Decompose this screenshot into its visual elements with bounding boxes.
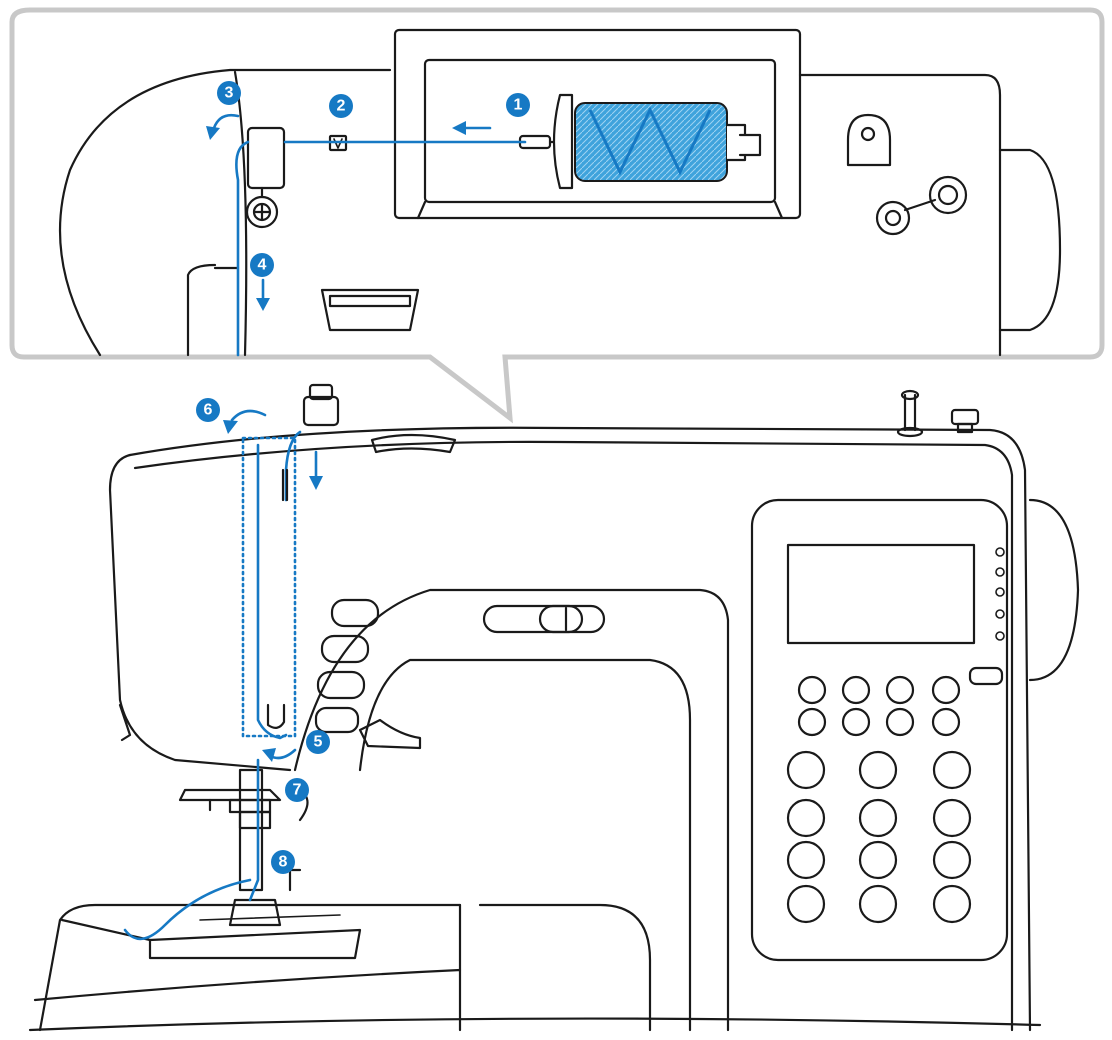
top-cover-slot bbox=[320, 288, 420, 332]
step-badge-3: 3 bbox=[217, 81, 241, 105]
panel-button bbox=[786, 884, 826, 924]
control-panel bbox=[750, 498, 1009, 962]
top-right-edge bbox=[798, 73, 1002, 357]
panel-button bbox=[885, 675, 915, 705]
needle-bar bbox=[238, 768, 264, 892]
handwheel bbox=[1028, 498, 1080, 682]
panel-button bbox=[858, 884, 898, 924]
panel-button bbox=[797, 675, 827, 705]
step-badge-5: 5 bbox=[306, 730, 330, 754]
head-left-outline bbox=[108, 453, 292, 772]
panel-buttons-small bbox=[797, 675, 961, 737]
panel-button bbox=[786, 798, 826, 838]
panel-button bbox=[932, 840, 972, 880]
step-number: 7 bbox=[293, 782, 302, 799]
panel-button bbox=[931, 675, 961, 705]
pre-tension-guide bbox=[245, 126, 286, 229]
spool-tray-outer bbox=[393, 28, 802, 220]
panel-button bbox=[786, 750, 826, 790]
top-left-curve bbox=[58, 68, 392, 357]
panel-button bbox=[858, 840, 898, 880]
arrow-icon bbox=[206, 113, 240, 140]
main-thread-path bbox=[123, 409, 323, 941]
spool-pin bbox=[903, 393, 917, 432]
indicator-leds bbox=[995, 547, 1005, 641]
panel-button bbox=[841, 707, 871, 737]
panel-buttons-large bbox=[786, 750, 972, 924]
step-badge-8: 8 bbox=[271, 850, 295, 874]
panel-button bbox=[932, 798, 972, 838]
needle-plate bbox=[148, 928, 362, 960]
callout-frame bbox=[9, 7, 1105, 424]
panel-button bbox=[858, 798, 898, 838]
step-number: 6 bbox=[204, 402, 213, 419]
step-badge-4: 4 bbox=[250, 253, 274, 277]
step-badges: 1 2 3 4 5 6 7 8 bbox=[196, 81, 530, 874]
thread-tail bbox=[123, 878, 252, 941]
panel-button bbox=[858, 750, 898, 790]
spool-icon bbox=[518, 93, 762, 190]
panel-button bbox=[885, 707, 915, 737]
function-button bbox=[330, 598, 380, 628]
panel-button bbox=[932, 750, 972, 790]
bobbin-winder-parts bbox=[846, 113, 1062, 332]
step-badge-2: 2 bbox=[329, 94, 353, 118]
free-arm-bed bbox=[38, 903, 462, 1032]
step-badge-7: 7 bbox=[285, 778, 309, 802]
arrow-icon bbox=[309, 450, 323, 490]
arrow-icon bbox=[223, 409, 267, 434]
function-button bbox=[316, 670, 366, 700]
step-badge-6: 6 bbox=[196, 398, 220, 422]
step-number: 4 bbox=[258, 257, 267, 274]
callout-top-view bbox=[9, 7, 1105, 424]
function-button bbox=[320, 634, 370, 664]
take-up-lever-channel bbox=[241, 436, 297, 738]
tension-dial bbox=[370, 433, 457, 454]
step-number: 3 bbox=[225, 85, 234, 102]
thread-path-down bbox=[235, 140, 250, 357]
spool-tray-inner bbox=[423, 58, 777, 204]
arrow-icon bbox=[256, 278, 270, 311]
panel-button bbox=[797, 707, 827, 737]
function-button bbox=[314, 706, 360, 734]
body-top-outline bbox=[128, 426, 1032, 1032]
arm-opening-outer bbox=[293, 588, 730, 1032]
panel-button bbox=[931, 707, 961, 737]
speed-slider bbox=[482, 604, 606, 634]
sewing-machine-front bbox=[28, 383, 1080, 1032]
panel-button bbox=[841, 675, 871, 705]
panel-button bbox=[786, 840, 826, 880]
presser-foot bbox=[228, 898, 282, 927]
arrow-icon bbox=[452, 121, 492, 135]
step-number: 2 bbox=[337, 98, 346, 115]
lcd-screen bbox=[786, 543, 976, 645]
panel-button bbox=[932, 884, 972, 924]
arrow-icon bbox=[262, 748, 297, 762]
arm-opening-inner bbox=[358, 658, 692, 1032]
step-number: 8 bbox=[279, 854, 288, 871]
step-number: 1 bbox=[514, 97, 523, 114]
step-number: 5 bbox=[314, 734, 323, 751]
step-badge-1: 1 bbox=[506, 93, 530, 117]
